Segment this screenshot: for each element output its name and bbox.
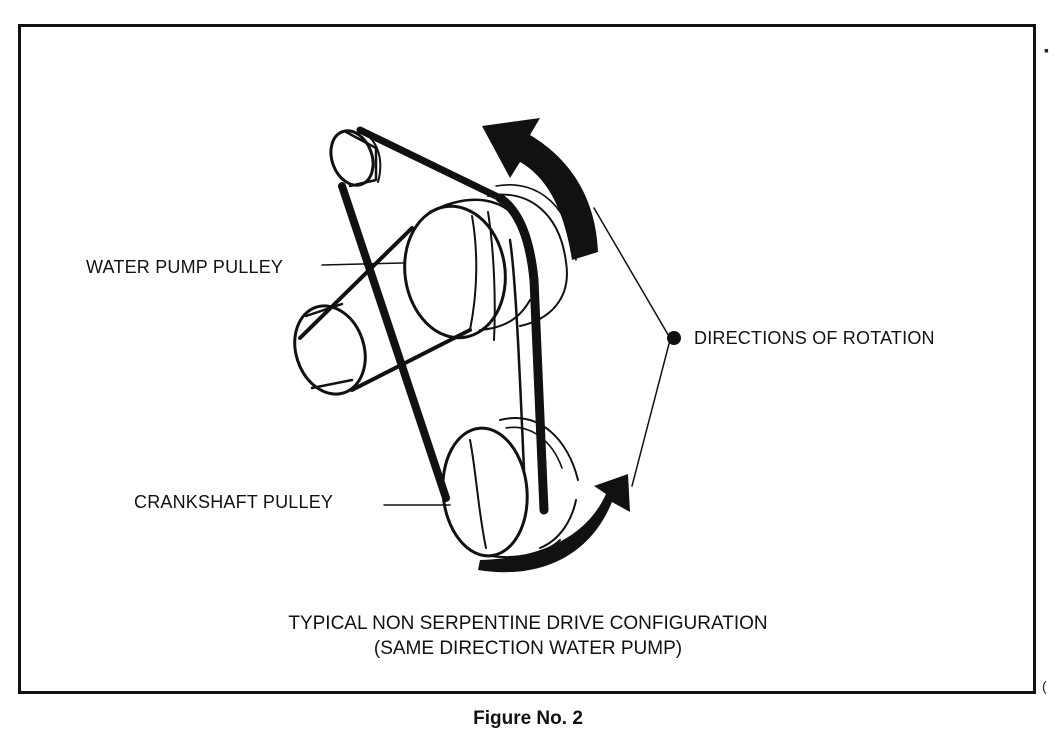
upper-rotation-arrow-icon — [482, 118, 598, 260]
caption-line-1: TYPICAL NON SERPENTINE DRIVE CONFIGURATI… — [288, 613, 768, 634]
directions-dot-icon — [667, 331, 681, 345]
crankshaft-pulley — [441, 417, 579, 558]
rotation-arrows — [478, 118, 630, 573]
figure-number: Figure No. 2 — [473, 708, 583, 729]
directions-of-rotation-label: DIRECTIONS OF ROTATION — [694, 328, 935, 348]
lower-rotation-arrow-icon — [478, 474, 630, 573]
figure-frame — [18, 24, 1036, 694]
edge-mark-top: ▪ — [1044, 42, 1049, 58]
caption-line-2: (SAME DIRECTION WATER PUMP) — [373, 638, 683, 659]
crankshaft-pulley-label: CRANKSHAFT PULLEY — [134, 492, 334, 512]
edge-mark-bottom: ( — [1042, 678, 1047, 694]
water-pump-pulley-label: WATER PUMP PULLEY — [86, 257, 284, 277]
water-pump-pulley — [403, 184, 577, 340]
diagram-caption: TYPICAL NON SERPENTINE DRIVE CONFIGURATI… — [0, 611, 1056, 661]
belts — [298, 126, 549, 515]
leader-lines — [321, 207, 671, 506]
left-pulley — [293, 302, 367, 396]
